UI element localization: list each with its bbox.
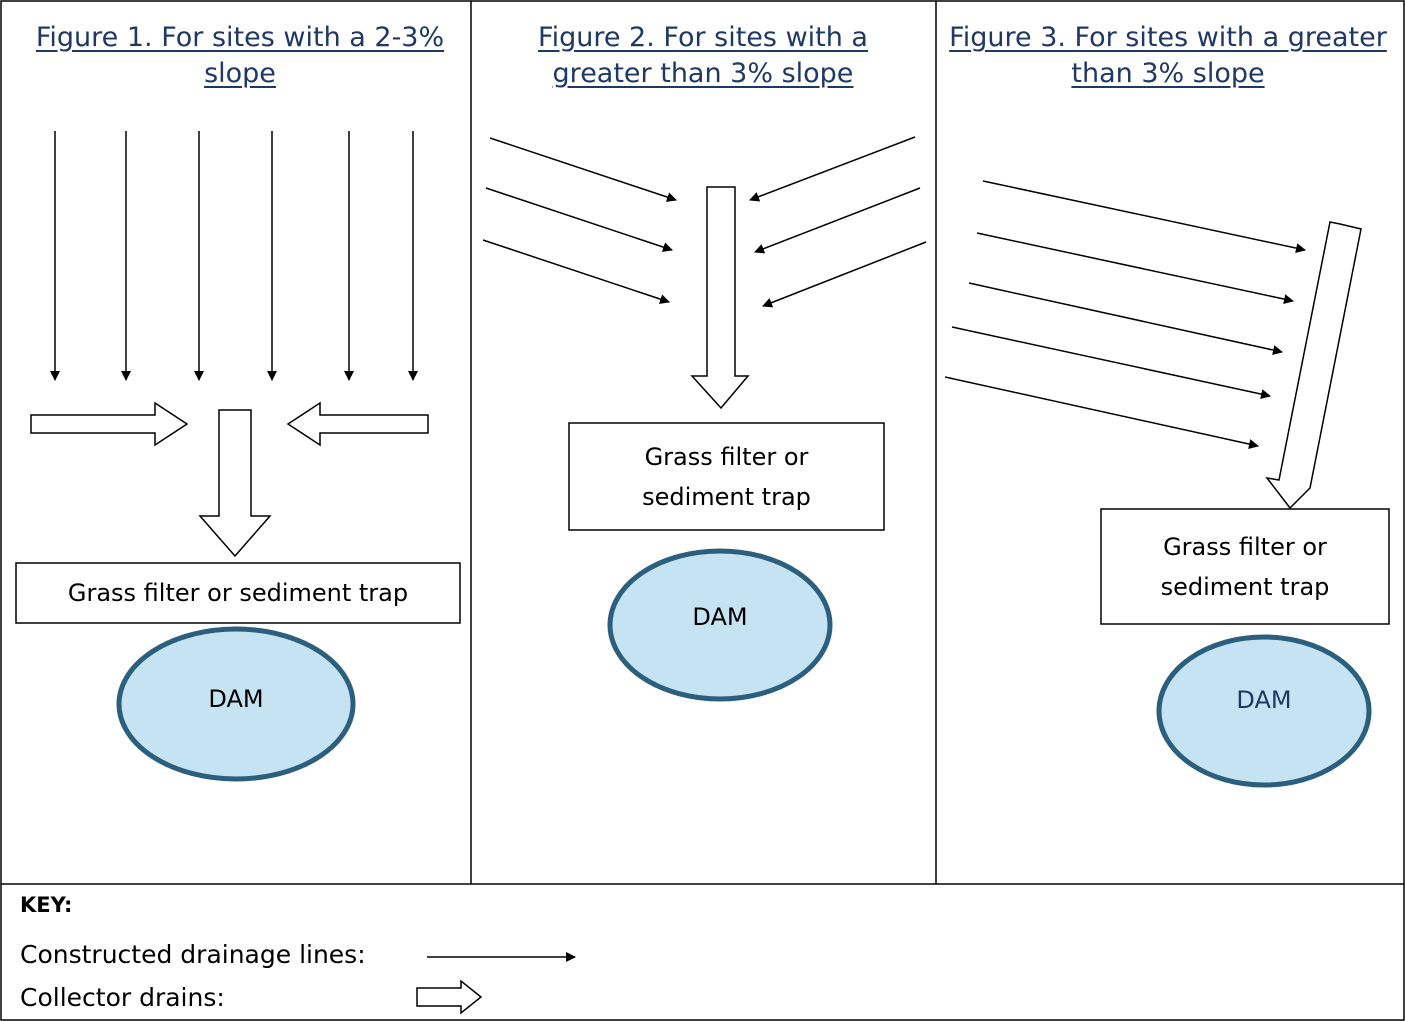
figure-1-filter-box xyxy=(15,562,461,624)
figure-2-drainage-lines xyxy=(482,136,927,308)
figure-2-collector-drain xyxy=(690,186,750,410)
figure-3-filter-box xyxy=(1100,508,1390,625)
figure-1-collector-drains xyxy=(30,401,429,558)
figure-1-dam-label: DAM xyxy=(208,685,264,713)
figure-1-drainage-lines xyxy=(50,131,418,381)
figure-3-collector-drain xyxy=(1265,221,1362,510)
key-heading: KEY: xyxy=(20,893,73,917)
drainage-line xyxy=(485,187,673,252)
drainage-line xyxy=(489,137,677,202)
figure-2-filter-label: Grass filter or sediment trap xyxy=(642,442,811,511)
collector-drain-left xyxy=(286,401,429,447)
drainage-line xyxy=(976,232,1294,304)
key-collector-label: Collector drains: xyxy=(20,983,225,1012)
collector-drain-right xyxy=(30,401,189,447)
drainage-line xyxy=(762,241,927,308)
figure-3-dam-label: DAM xyxy=(1236,686,1292,714)
figure-3-dam xyxy=(1156,634,1372,788)
figure-1-filter-label: Grass filter or sediment trap xyxy=(67,579,409,607)
collector-drain-down xyxy=(198,409,272,558)
figure-1-title: Figure 1. For sites with a 2-3% slope xyxy=(35,22,445,89)
drainage-line xyxy=(968,282,1283,355)
figure-2-filter-box xyxy=(568,422,885,531)
figure-3-drainage-lines xyxy=(944,180,1306,449)
figure-3-filter-label: Grass filter or sediment trap xyxy=(1160,532,1330,601)
figure-3-title: Figure 3. For sites with a greater than … xyxy=(949,22,1387,89)
figure-2-title: Figure 2. For sites with a greater than … xyxy=(538,22,868,89)
figure-2-dam-label: DAM xyxy=(692,603,748,631)
drainage-line xyxy=(482,239,670,304)
key-collector-drain-sample xyxy=(416,979,483,1015)
drainage-line xyxy=(944,376,1259,449)
key-drainage-label: Constructed drainage lines: xyxy=(20,940,366,969)
drainage-line xyxy=(749,136,916,202)
drainage-line xyxy=(754,187,921,254)
drainage-line xyxy=(951,326,1271,399)
figure-1-dam xyxy=(116,626,356,782)
figure-2-dam xyxy=(607,548,833,702)
drainage-line xyxy=(982,180,1306,254)
